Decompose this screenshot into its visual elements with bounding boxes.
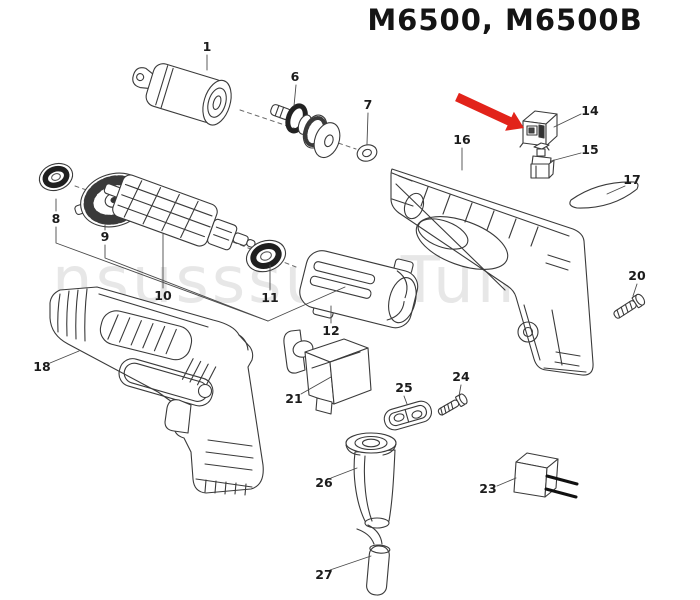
part-label-27: 27 [315, 567, 332, 582]
part-10-armature [103, 174, 256, 251]
part-6-gear-assembly [270, 103, 341, 159]
part-label-6: 6 [291, 69, 300, 84]
part-number-labels: 1 6 7 8 9 10 11 12 14 15 16 17 18 20 21 … [33, 39, 646, 582]
part-15-carbon-brush [530, 142, 555, 179]
part-25-cord-clamp [383, 400, 433, 431]
part-26-cord-guard [345, 432, 397, 529]
part-21-trigger-switch [283, 329, 372, 415]
part-23-capacitor [513, 452, 579, 499]
leader-lines [49, 54, 638, 571]
part-label-16: 16 [453, 132, 471, 147]
highlight-arrow-icon [455, 92, 524, 131]
part-label-11: 11 [261, 290, 278, 305]
part-label-10: 10 [154, 288, 172, 303]
part-20-screw [613, 293, 646, 319]
part-label-17: 17 [623, 172, 640, 187]
part-label-7: 7 [364, 97, 373, 112]
part-8-front-bearing [38, 162, 74, 192]
part-label-14: 14 [581, 103, 599, 118]
part-label-18: 18 [33, 359, 50, 374]
part-27-power-cord [356, 524, 391, 596]
part-label-23: 23 [479, 481, 496, 496]
part-18-housing-left-half [49, 286, 264, 496]
part-label-15: 15 [581, 142, 598, 157]
part-label-20: 20 [628, 268, 646, 283]
part-label-1: 1 [203, 39, 212, 54]
part-7-spacer-ring [356, 144, 378, 162]
part-14-brush-holder-cap [519, 110, 558, 151]
part-label-9: 9 [101, 229, 110, 244]
page-title: M6500, M6500B [367, 3, 643, 37]
part-12-field-stator [299, 250, 419, 329]
part-label-26: 26 [315, 475, 333, 490]
part-label-24: 24 [452, 369, 470, 384]
part-label-12: 12 [322, 323, 339, 338]
part-label-25: 25 [395, 380, 412, 395]
part-11-rear-bearing [245, 239, 287, 273]
part-24-screw [437, 393, 468, 416]
part-1-drill-chuck [132, 63, 232, 126]
part-label-21: 21 [285, 391, 302, 406]
part-17-name-plate [569, 181, 639, 209]
part-16-housing-right-half [390, 168, 594, 376]
part-label-8: 8 [52, 211, 61, 226]
